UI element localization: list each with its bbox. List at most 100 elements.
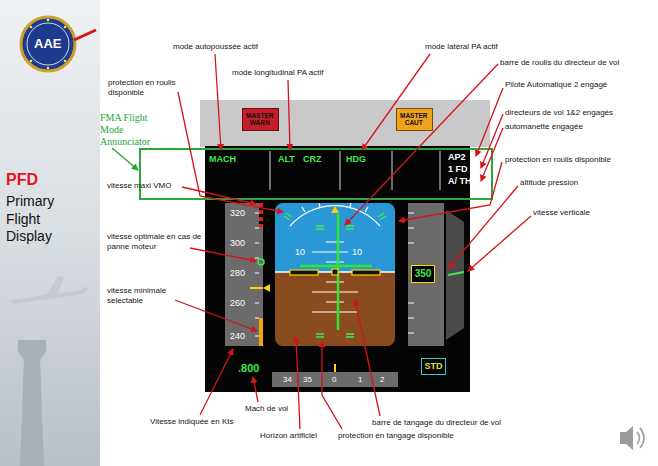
tower-silhouette (18, 340, 46, 466)
pitch-line (326, 241, 344, 242)
aircraft-symbol-wing (290, 270, 318, 275)
logo-ring (27, 23, 69, 65)
annotation-label: Vitesse indiquée en Kts (150, 417, 233, 427)
heading-scale-number: 34 (283, 375, 292, 385)
pitch-line (312, 311, 358, 312)
roll-protection (284, 213, 386, 220)
fma-dividers (270, 151, 440, 190)
logo-star (30, 60, 33, 63)
speed-ticks (255, 213, 259, 336)
logo-swoosh (74, 30, 96, 40)
annotation-label: protection en roulis disponible (505, 155, 611, 165)
roll-protection-mark (380, 216, 386, 220)
leader-arrow (182, 187, 256, 204)
pitch-protection-mark (316, 336, 324, 338)
fma-status-text: A/ THR (448, 176, 478, 187)
leader-arrow (449, 186, 518, 268)
pitch-line (326, 281, 344, 282)
pitch-scale-number: 10 (352, 247, 362, 258)
roll-protection-mark (284, 216, 290, 220)
fma-title: FMA Flight Mode Annunciator (100, 112, 160, 148)
altitude-readout: 350 (411, 265, 435, 283)
logo-disc (21, 17, 75, 71)
fma-divider (440, 151, 441, 190)
tick (408, 303, 414, 304)
fd-pitch-bar (300, 265, 372, 268)
speaker-wave (637, 432, 640, 444)
tick (408, 213, 414, 214)
pitch-protection-mark (346, 333, 354, 335)
pfd-screen (205, 146, 470, 392)
speaker-icon (620, 426, 644, 450)
leader-arrow (345, 64, 498, 225)
leader-arrow (288, 80, 290, 150)
leader-arrow (200, 349, 233, 415)
speed-scale-number: 300 (230, 238, 245, 249)
fma-mode-text: HDG (346, 154, 366, 165)
glareshield (200, 100, 490, 147)
page-subheading: Primary Flight Display (6, 193, 76, 246)
annotation-label: vitesse maxi VMO (107, 181, 171, 191)
pitch-protection-mark (316, 333, 324, 335)
fma-mode-text: MACH (209, 154, 236, 165)
pitch-line (326, 301, 344, 302)
roll-pointer (331, 206, 339, 213)
annotation-label: barre de tangage du directeur de vol (372, 418, 501, 428)
logo-star (47, 19, 50, 22)
roll-tick (350, 203, 351, 207)
pitch-line (312, 291, 358, 292)
speed-scale-number: 240 (230, 331, 245, 342)
vmo-band (259, 203, 263, 227)
vls-band (259, 318, 263, 346)
master-caution-button: MASTER CAUT (396, 108, 433, 131)
vmo-stripe (259, 221, 263, 224)
speed-scale-number: 320 (230, 208, 245, 219)
baro-std-box: STD (421, 358, 446, 375)
leader-arrow (481, 128, 503, 181)
annotation-label: mode autopoussée actif (173, 42, 258, 52)
leader-arrow (362, 54, 430, 150)
ground (275, 272, 395, 346)
heading-band (272, 372, 398, 387)
annotation-label: mode longitudinal PA actif (232, 68, 323, 78)
vertical-speed-scale (446, 210, 464, 340)
tick (255, 228, 259, 229)
annotation-label: altitude pression (520, 178, 578, 188)
leader-arrow (253, 377, 258, 402)
pitch-protection-mark (346, 228, 354, 230)
leader-arrow (215, 54, 221, 150)
tick (408, 333, 414, 334)
leader-arrow (481, 114, 503, 168)
tick (255, 303, 259, 304)
master-warning-button: MASTER WARN (242, 108, 279, 131)
speaker-body (620, 426, 633, 450)
speaker-wave (640, 428, 644, 448)
leader-arrow (190, 248, 256, 261)
aae-logo (21, 17, 96, 71)
leader-arrow (178, 92, 283, 212)
page-heading: PFD (6, 170, 38, 189)
leader-arrow (322, 341, 342, 429)
pitch-line (312, 251, 348, 252)
tick (408, 318, 414, 319)
altitude-tape-ground (408, 203, 444, 346)
aircraft-symbol-center (332, 269, 338, 275)
fma-leader-arrow (112, 148, 138, 170)
annotation-label: vitesse minimale selectable (107, 286, 197, 305)
annotation-label: Horizon artificiel (260, 431, 317, 441)
vmo-stripe (259, 214, 263, 217)
logo-star (47, 67, 50, 70)
pitch-protection-mark (346, 225, 354, 227)
fma-divider (392, 151, 393, 190)
node-text: STD (424, 361, 443, 371)
leader-arrows (175, 54, 531, 429)
roll-tick (365, 207, 368, 212)
roll-protection-mark (378, 213, 384, 217)
heading-index (334, 364, 336, 372)
green-dot-speed (258, 259, 264, 265)
plane-wing (46, 276, 64, 296)
speed-index (263, 284, 270, 292)
fma-mode-text: ALT (278, 154, 295, 165)
heading-scale-number: 35 (303, 375, 312, 385)
speed-tape-ground (225, 203, 263, 346)
